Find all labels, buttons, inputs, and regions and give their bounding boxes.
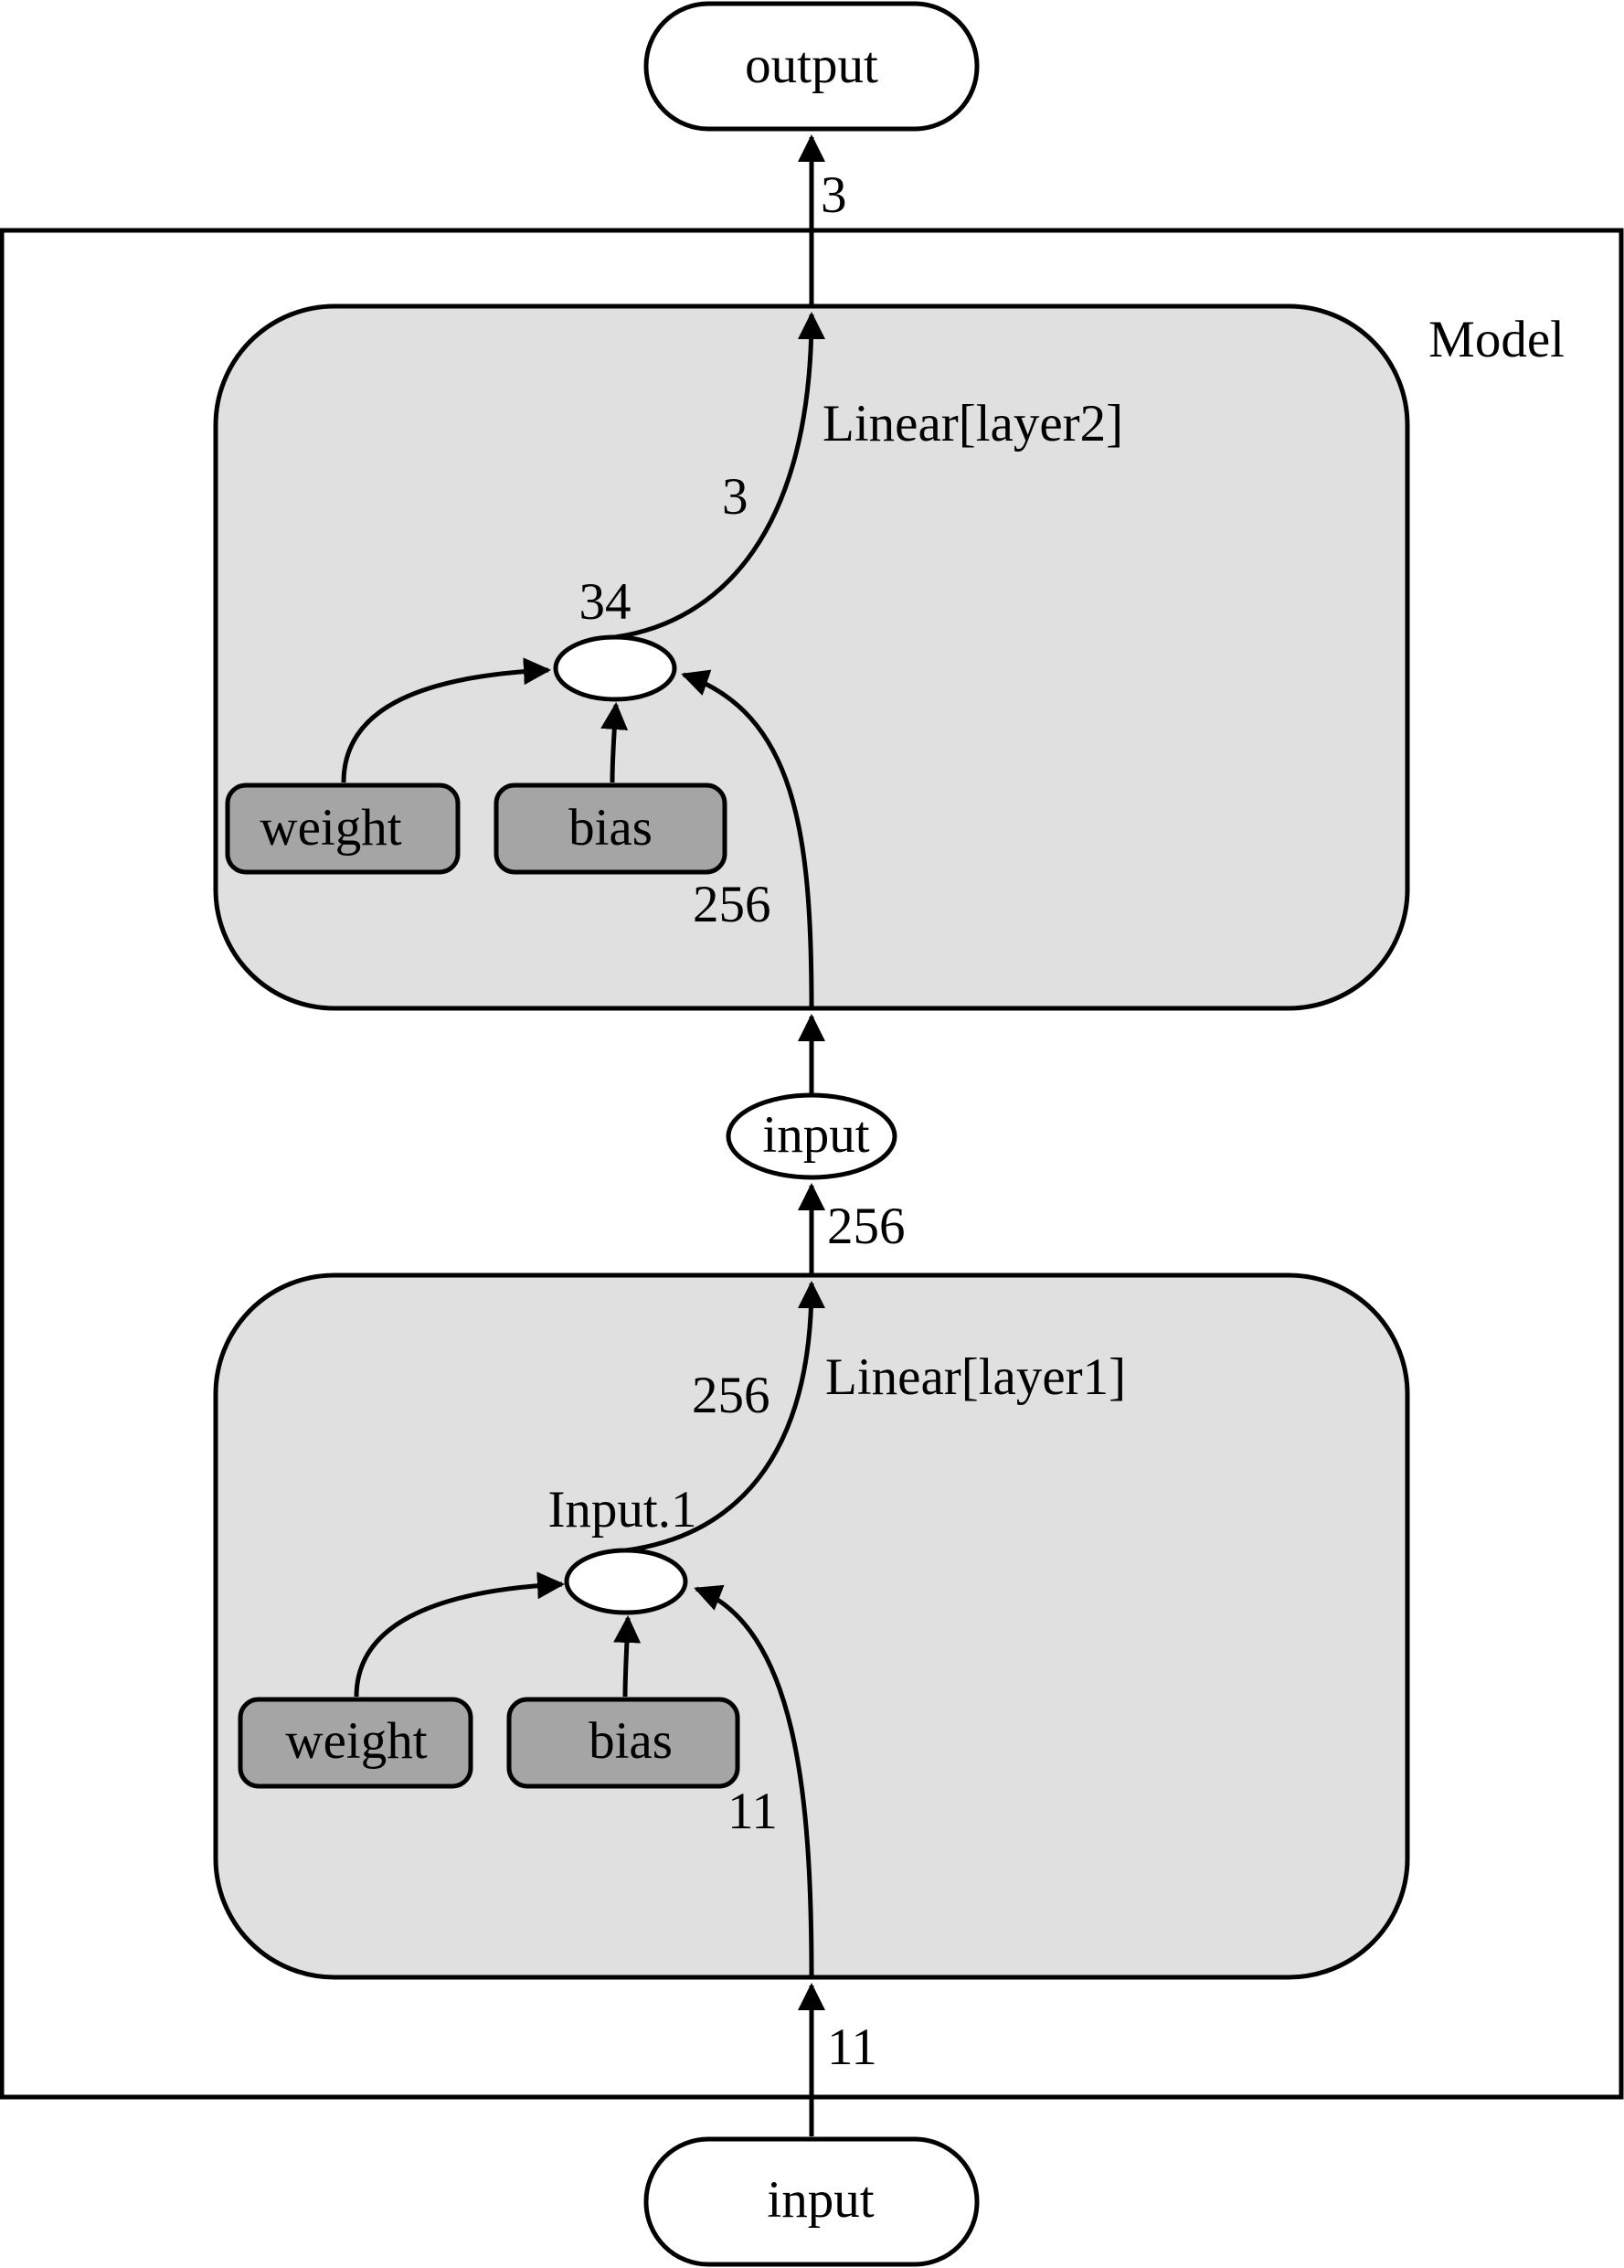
edge-layer1-output-label: 256 <box>692 1367 770 1424</box>
intermediate-input-node <box>726 1092 897 1180</box>
intermediate-input-label: input <box>762 1106 869 1164</box>
edge-layer2-input <box>681 669 814 1009</box>
edge-input-to-model-label: 11 <box>827 2018 877 2076</box>
layer1-weight-label: weight <box>285 1712 427 1770</box>
layer2-op-node <box>553 634 677 702</box>
layer2-weight-node <box>225 783 461 875</box>
layer1-bias-label: bias <box>589 1712 673 1770</box>
output-node-label: output <box>745 37 878 94</box>
model-cluster-label: Model <box>1428 311 1565 368</box>
layer2-weight-label: weight <box>260 799 401 857</box>
edge-layer1-input <box>694 1584 814 1978</box>
edge-layer1-weight <box>354 1571 565 1698</box>
layer1-bias-node <box>506 1697 740 1789</box>
layer1-weight-node <box>238 1697 473 1789</box>
output-node <box>643 1 980 132</box>
edge-layer1-to-mid-input-label: 256 <box>827 1198 906 1255</box>
edge-layer2-weight <box>341 657 551 783</box>
edge-layer2-bias <box>600 702 629 783</box>
layer2-cluster <box>213 303 1410 1011</box>
edge-layer2-input-label: 256 <box>693 876 771 933</box>
input-node-label: input <box>767 2171 874 2229</box>
edge-layer1-bias <box>613 1615 642 1698</box>
layer2-bias-label: bias <box>568 799 653 857</box>
layer2-op-label: 34 <box>579 573 632 631</box>
edge-layer2-output <box>614 312 825 640</box>
layer1-op-node <box>564 1548 688 1615</box>
layer1-cluster-label: Linear[layer1] <box>825 1348 1126 1406</box>
edge-model-to-output-label: 3 <box>821 166 847 224</box>
layer2-bias-node <box>494 783 727 875</box>
input-node <box>643 2136 980 2267</box>
edge-layer1-input-label: 11 <box>727 1783 778 1840</box>
edge-layer1-output <box>625 1281 825 1553</box>
layer1-op-label: Input.1 <box>547 1481 696 1539</box>
layer2-cluster-label: Linear[layer2] <box>823 395 1123 453</box>
edge-layer2-output-label: 3 <box>722 468 748 526</box>
